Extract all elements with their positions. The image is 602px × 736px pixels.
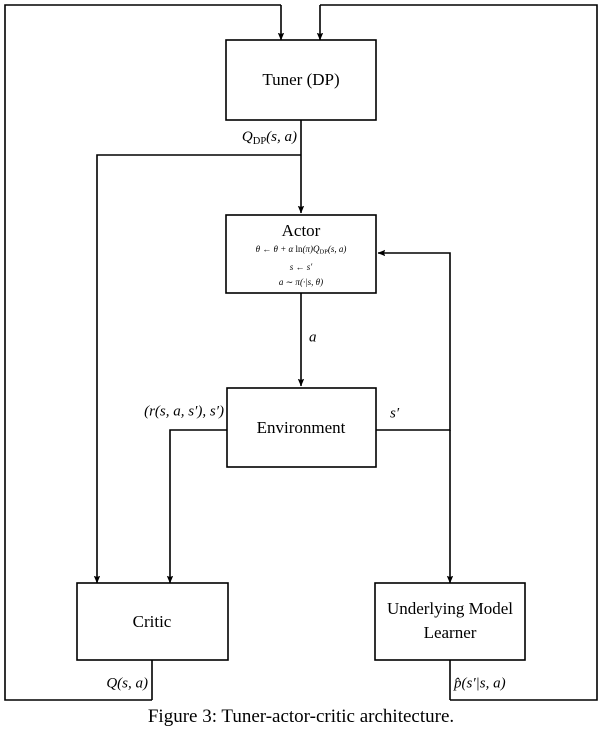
edge-label-q-value: Q(s, a) (106, 675, 148, 691)
node-tuner-label: Tuner (DP) (262, 70, 339, 89)
actor-q-subscript: DP (320, 249, 329, 256)
edge-environment-to-actor-state (376, 249, 451, 431)
edge-environment-to-critic (166, 429, 227, 584)
frame-right-rail (320, 4, 598, 701)
q-dp-args: (s, a) (266, 129, 297, 145)
edge-label-action: a (309, 329, 317, 345)
node-critic-label: Critic (133, 612, 172, 631)
actor-q-args: (s, a) (328, 244, 347, 254)
actor-pi: (π) (303, 244, 314, 254)
node-actor-state-update: s ← s′ (290, 262, 314, 272)
frame-left-rail (4, 4, 281, 701)
q-dp-symbol: Q (242, 129, 253, 145)
node-environment-label: Environment (257, 418, 346, 437)
node-actor-policy-sample: a ∼ π(·|s, θ) (279, 277, 323, 287)
node-actor-label: Actor (282, 221, 321, 240)
q-dp-subscript: DP (253, 136, 267, 147)
actor-theta-update: θ ← θ + α (256, 244, 296, 254)
node-critic (76, 582, 229, 661)
node-model-learner-label-line2: Learner (424, 623, 477, 642)
edge-label-next-state: s′ (390, 405, 400, 421)
node-model-learner (374, 582, 526, 661)
actor-q: Q (313, 244, 320, 254)
actor-ln: ln (296, 244, 304, 254)
node-model-learner-label-line1: Underlying Model (387, 599, 513, 618)
figure-caption: Figure 3: Tuner-actor-critic architectur… (147, 706, 455, 727)
edge-label-p-hat: p̂(s′|s, a) (453, 675, 506, 691)
edge-label-q-dp: QDP(s, a) (242, 129, 297, 147)
node-actor-update-rule: θ ← θ + α ln(π)QDP(s, a) (256, 244, 347, 256)
edge-qdp-branch-to-critic (93, 154, 301, 584)
node-environment (226, 387, 377, 468)
node-actor (225, 214, 377, 294)
edge-label-reward-tuple: (r(s, a, s′), s′) (144, 403, 224, 419)
